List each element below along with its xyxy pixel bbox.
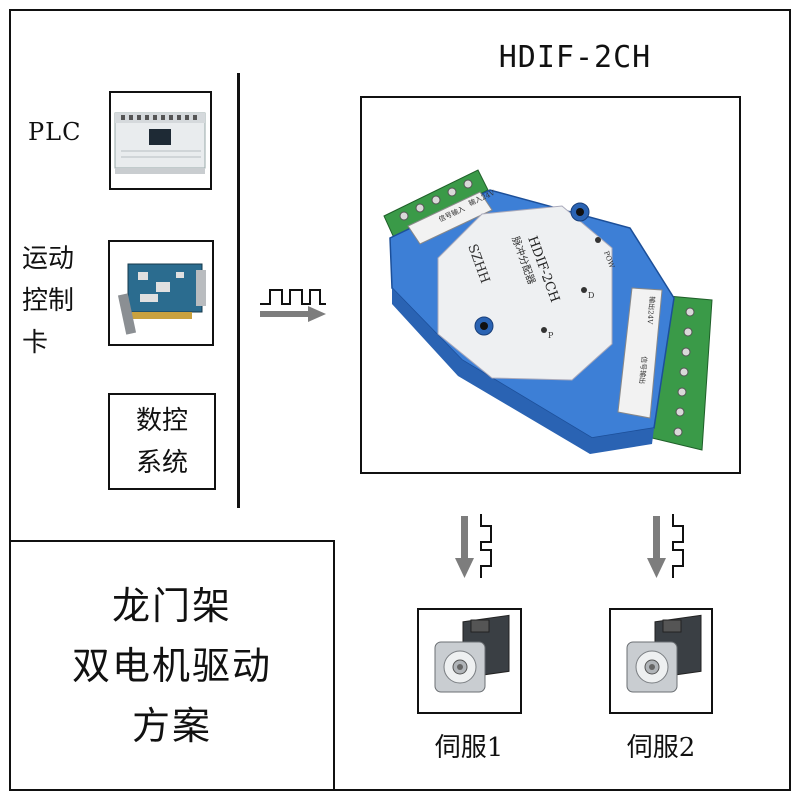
motion-card-label-text: 运动 控制 卡 — [22, 244, 75, 358]
servo-2-label: 伺服2 — [626, 733, 696, 763]
outer-frame — [9, 9, 791, 791]
pulse-arrow-icon — [260, 289, 326, 322]
motion-card-image-box — [108, 240, 214, 346]
servo-1-image-box — [417, 608, 522, 714]
led-p-label: P — [548, 331, 554, 340]
motion-card-image — [117, 263, 206, 335]
device-image-box: 信号输入 输入24V 输出24V 信号输出 SZHH 脉冲分配器 HDIF-2C… — [360, 96, 741, 474]
servo-2-image-box — [609, 608, 713, 714]
solution-box: 龙门架 双电机驱动 方案 — [9, 540, 335, 791]
top-terminal-block — [383, 169, 489, 239]
cnc-label: 数控 系统 — [135, 405, 188, 478]
down-arrow-2-icon — [647, 514, 684, 578]
terminal-right-label-b: 信号输出 — [638, 356, 649, 385]
servo-1-label: 伺服1 — [434, 733, 504, 763]
cnc-box: 数控 系统 — [108, 393, 216, 490]
led-d-icon — [581, 287, 587, 293]
servo-2-image — [626, 614, 702, 693]
divider-line — [237, 73, 240, 508]
led-d-label: D — [588, 291, 594, 300]
device-title: HDIF-2CH — [498, 40, 652, 75]
servo-1-image — [434, 614, 510, 693]
led-pow-icon — [595, 237, 601, 243]
pulse-distributor-image: 信号输入 输入24V 输出24V 信号输出 SZHH 脉冲分配器 HDIF-2C… — [383, 169, 713, 454]
plc-label: PLC — [28, 118, 82, 146]
terminal-right-label-a: 输出24V — [645, 296, 656, 326]
solution-label: 龙门架 双电机驱动 方案 — [71, 583, 272, 748]
motion-card-label: 运动 控制 卡 — [22, 238, 92, 364]
down-arrow-1-icon — [455, 514, 492, 578]
plc-image — [114, 112, 206, 174]
led-p-icon — [541, 327, 547, 333]
plc-image-box — [109, 91, 212, 190]
